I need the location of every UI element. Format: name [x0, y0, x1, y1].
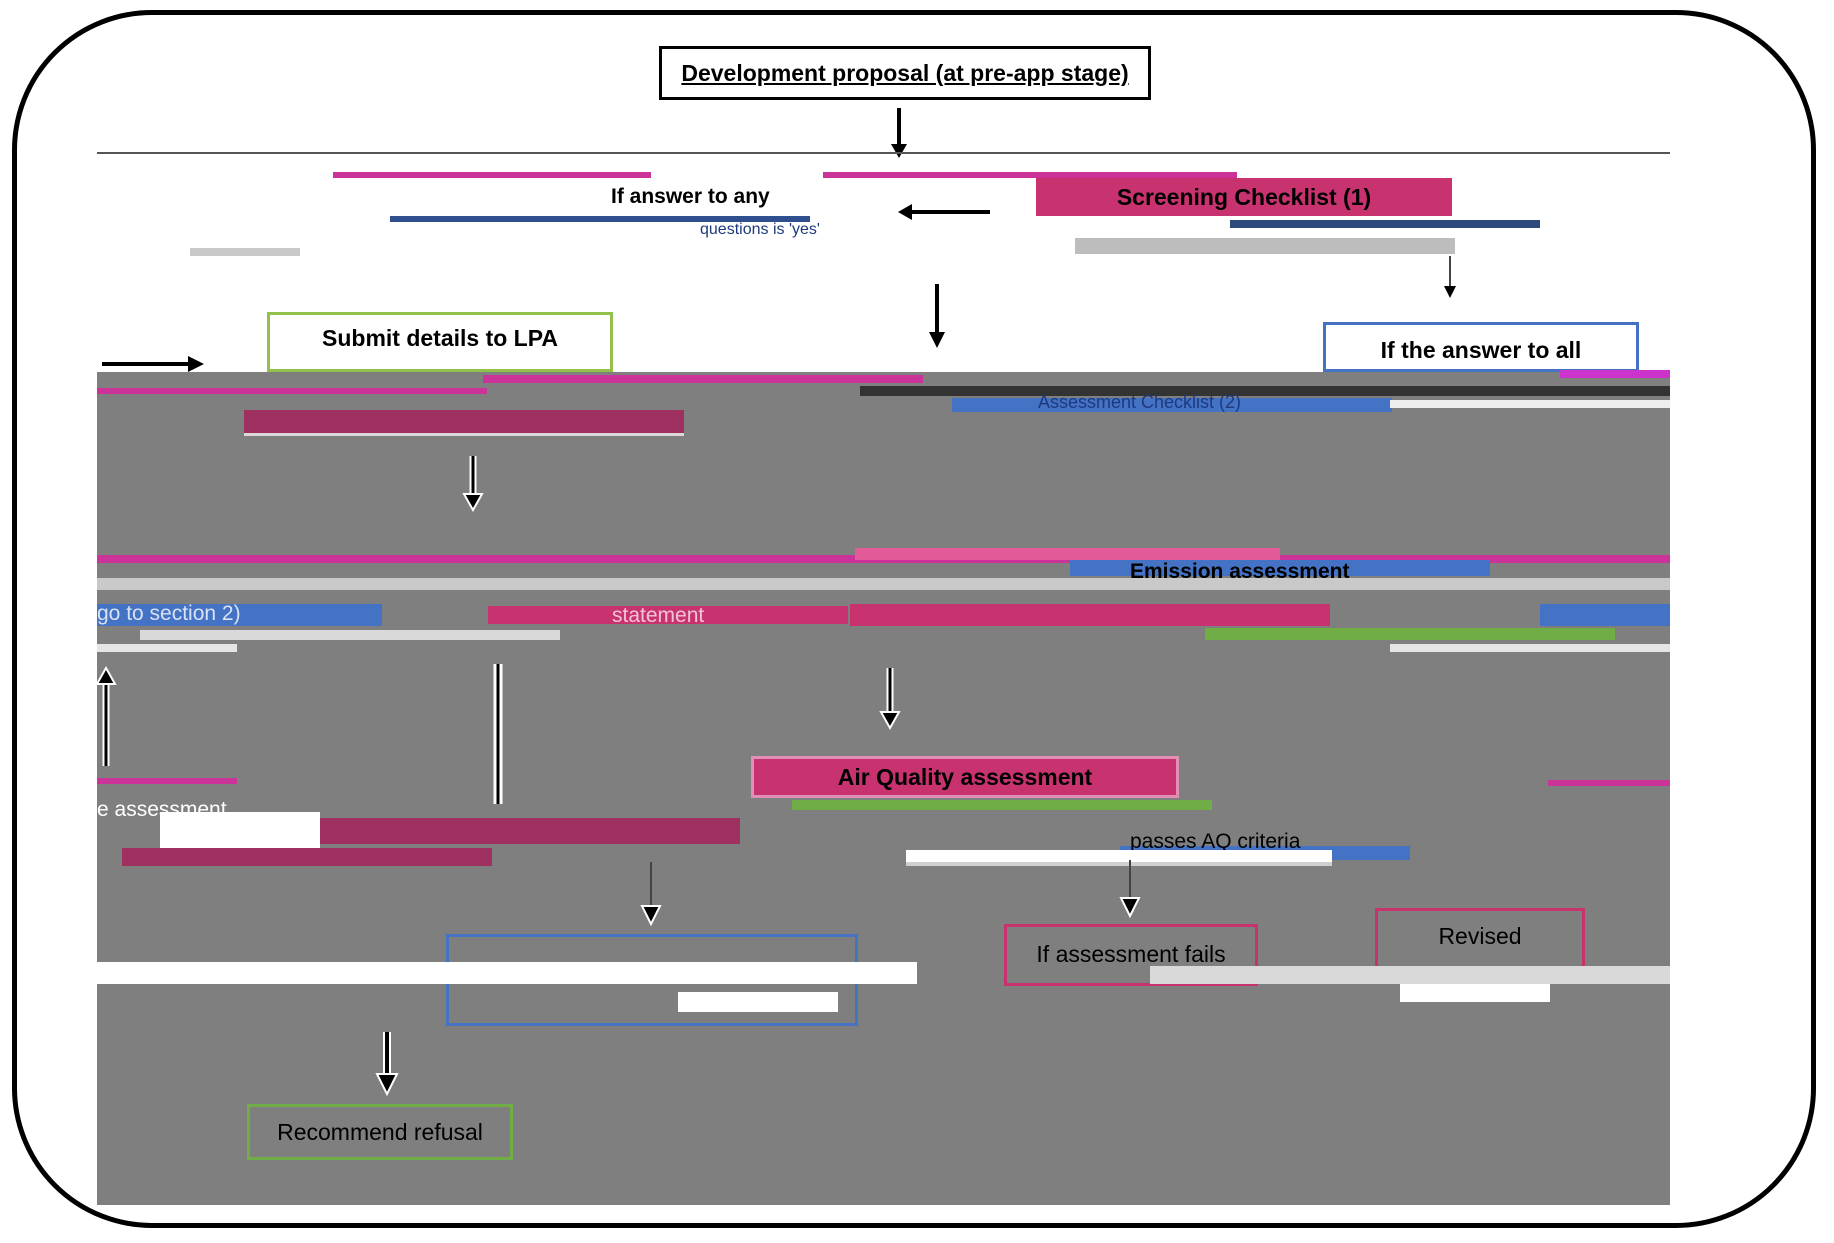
revised-box: Revised — [1375, 908, 1585, 970]
passes-aq-criteria-label: passes AQ criteria — [1130, 830, 1301, 853]
outer-rounded-frame — [12, 10, 1816, 1228]
low-band-5 — [792, 800, 1212, 810]
blue-strip-2 — [952, 398, 1392, 412]
pink-strip-3 — [97, 388, 487, 394]
pink-top-border-left — [333, 172, 651, 178]
band-mid-7 — [850, 604, 1330, 626]
revised-label: Revised — [1438, 923, 1522, 949]
band-mid-8 — [1205, 628, 1615, 640]
if-answer-any-label: If answer to any — [611, 185, 770, 208]
grey-strip-2 — [190, 248, 300, 256]
top-line-band — [97, 152, 1670, 154]
if-assessment-fails-label: If assessment fails — [1036, 941, 1226, 967]
low-band-9 — [97, 962, 917, 984]
blue-strip-1 — [390, 216, 810, 222]
if-answer-all-label: If the answer to all — [1380, 337, 1582, 363]
band-mid-12 — [1390, 644, 1670, 652]
low-band-6 — [1548, 780, 1670, 786]
submit-details-label: Submit details to LPA — [322, 325, 558, 351]
questions-yes-label: questions is 'yes' — [700, 221, 820, 238]
pink-strip-2 — [483, 375, 923, 383]
down-arrow-1 — [891, 108, 907, 158]
down-arrow-4 — [879, 668, 901, 731]
air-quality-assessment-label: Air Quality assessment — [837, 763, 1093, 790]
pink-top-border-mid — [823, 172, 1237, 178]
statement-label: statement — [612, 604, 705, 627]
down-arrow-3 — [462, 456, 484, 512]
if-answer-all-box: If the answer to all — [1323, 322, 1639, 372]
down-arrow-5 — [640, 862, 662, 927]
band-mid-6 — [488, 606, 848, 624]
low-band-3 — [320, 818, 740, 844]
low-band-8 — [906, 850, 1332, 866]
screening-checklist-label: Screening Checklist (1) — [1116, 183, 1372, 210]
recommend-refusal-label: Recommend refusal — [277, 1118, 483, 1145]
down-arrow-6 — [1119, 860, 1141, 919]
emission-assessment-label: Emission assessment — [1130, 560, 1350, 583]
down-arrow-right — [1444, 256, 1456, 298]
low-band-1 — [97, 778, 237, 784]
development-proposal-label: Development proposal (at pre-app stage) — [681, 59, 1129, 86]
dark-strip-2 — [860, 386, 1670, 396]
band-mid-5 — [97, 604, 382, 626]
band-mid-4 — [97, 578, 1670, 590]
magenta-strip-1 — [1560, 370, 1670, 378]
dark-strip-1 — [1230, 220, 1540, 228]
air-quality-assessment-box: Air Quality assessment — [751, 756, 1179, 798]
white-strip-1 — [1390, 400, 1670, 408]
development-proposal-box: Development proposal (at pre-app stage) — [659, 46, 1151, 100]
go-to-section-label: go to section 2) — [97, 602, 241, 625]
screening-checklist-box: Screening Checklist (1) — [1036, 178, 1452, 216]
low-band-10 — [678, 992, 838, 1012]
band-mid-9 — [1540, 604, 1670, 626]
band-mid-2 — [855, 548, 1280, 560]
low-band-12 — [1400, 984, 1550, 1002]
low-band-2 — [160, 812, 320, 850]
assessment-checklist-label: Assessment Checklist (2) — [1038, 392, 1242, 412]
band-mid-3 — [1070, 560, 1490, 576]
right-arrow-1 — [102, 356, 204, 372]
submit-details-box: Submit details to LPA — [267, 312, 613, 372]
down-arrow-2 — [929, 284, 945, 348]
down-arrow-7 — [375, 1032, 399, 1097]
band-mid-10 — [140, 630, 560, 640]
long-line-mid — [493, 664, 503, 804]
low-band-4 — [122, 848, 492, 866]
up-arrow-left — [95, 666, 117, 766]
grey-strip-1 — [1075, 238, 1455, 254]
assessment-left-box — [244, 410, 684, 436]
left-arrow-1 — [898, 204, 990, 220]
recommend-refusal-box: Recommend refusal — [247, 1104, 513, 1160]
low-band-11 — [1150, 966, 1670, 984]
band-mid-11 — [97, 644, 237, 652]
